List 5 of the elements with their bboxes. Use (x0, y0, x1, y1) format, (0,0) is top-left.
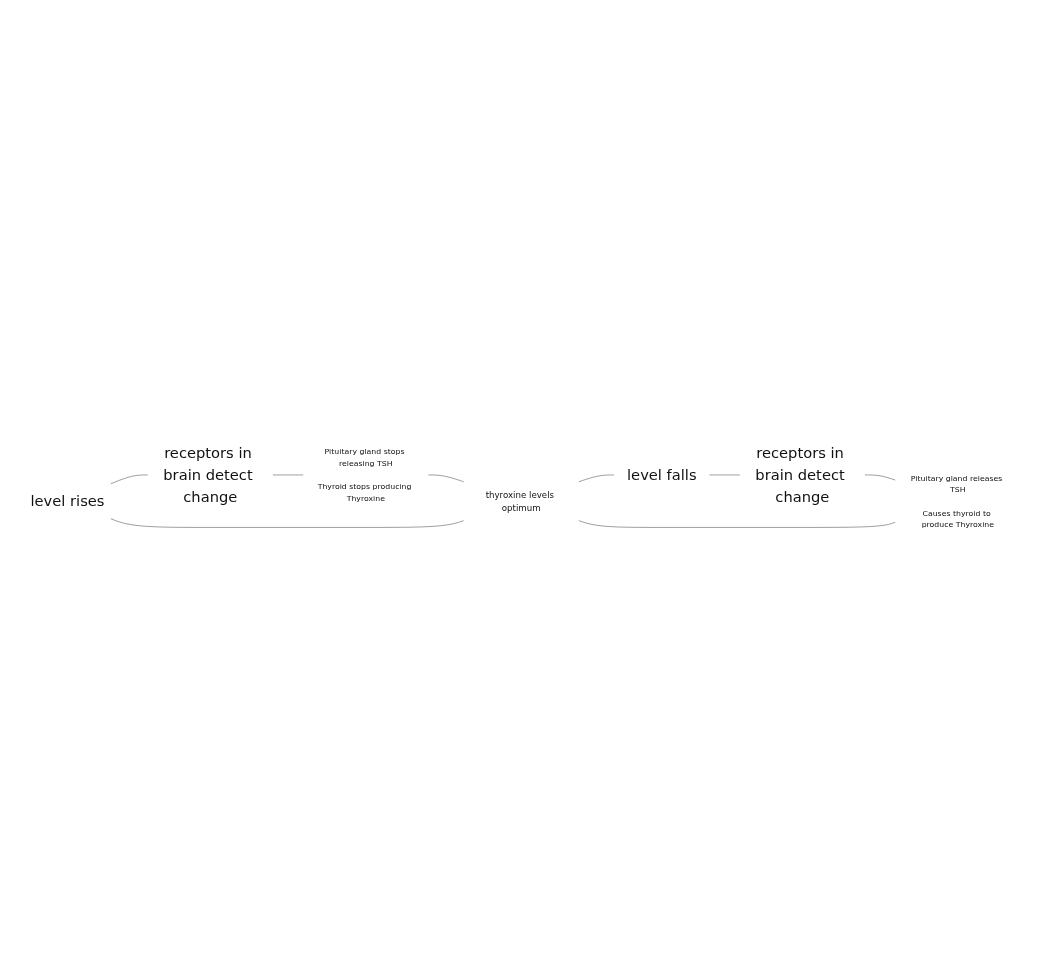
node-text: receptors in brain detect change (163, 444, 253, 506)
node-text: level rises (30, 492, 105, 510)
node-text: thyroxine levels optimum (485, 489, 555, 514)
node-text: level falls (627, 466, 697, 484)
node-text: receptors in brain detect change (755, 444, 845, 506)
